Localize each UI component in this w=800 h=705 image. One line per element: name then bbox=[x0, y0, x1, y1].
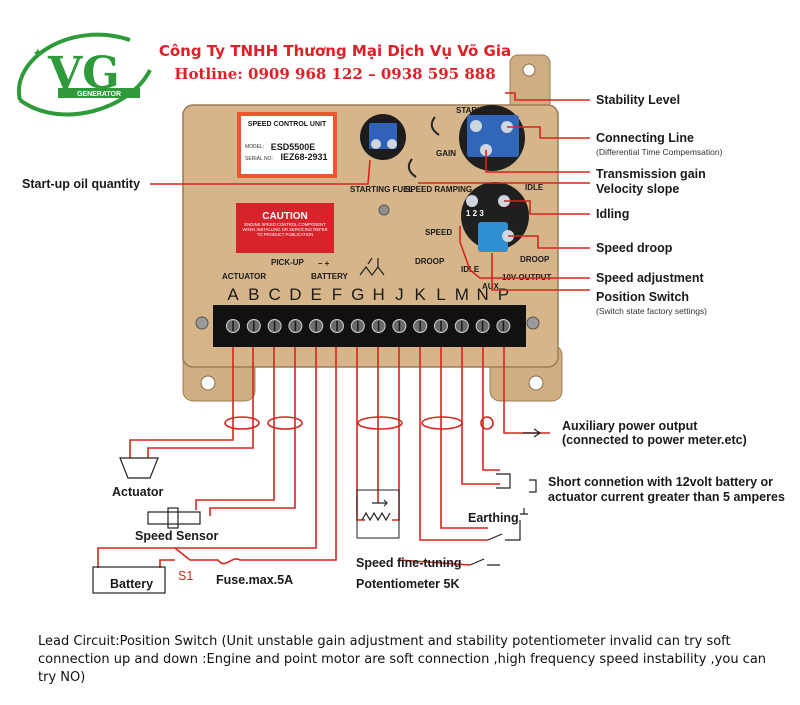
terminal-letter-A: A bbox=[227, 285, 239, 304]
unit-title: SPEED CONTROL UNIT bbox=[248, 121, 327, 128]
lead-circuit-note: Lead Circuit:Position Switch (Unit unsta… bbox=[38, 634, 767, 685]
label-stability-level: Stability Level bbox=[596, 93, 680, 107]
leader-lines bbox=[150, 92, 590, 291]
speed-ramping-label: SPEED RAMPING bbox=[405, 185, 472, 194]
earthing-symbol bbox=[520, 508, 528, 515]
terminal-letter-N: N bbox=[476, 285, 488, 304]
label-speed-droop: Speed droop bbox=[596, 241, 673, 255]
company-name: Công Ty TNHH Thương Mại Dịch Vụ Võ Gia bbox=[158, 42, 512, 60]
vg-generator-logo: VG GENERATOR ✦ bbox=[16, 32, 152, 117]
label-aux-output-sub: (connected to power meter.etc) bbox=[562, 433, 747, 447]
caution-title: CAUTION bbox=[262, 211, 308, 222]
twisted-pair-droop bbox=[421, 416, 463, 430]
label-velocity-slope: Velocity slope bbox=[596, 182, 679, 196]
potentiometer-box bbox=[356, 489, 400, 539]
external-wiring bbox=[92, 347, 550, 594]
label-startup-oil: Start-up oil quantity bbox=[22, 177, 140, 191]
actuator-symbol bbox=[119, 457, 159, 479]
terminal-letter-D: D bbox=[289, 285, 301, 304]
terminal-letter-H: H bbox=[372, 285, 384, 304]
potentiometer-symbol bbox=[359, 257, 385, 276]
label-earthing: Earthing bbox=[468, 511, 519, 525]
speed-label: SPEED bbox=[425, 228, 452, 237]
terminal-letter-C: C bbox=[268, 285, 280, 304]
short-connection-bracket bbox=[496, 473, 511, 489]
gain-label: GAIN bbox=[436, 149, 456, 158]
label-speed-adjustment: Speed adjustment bbox=[596, 271, 704, 285]
label-short-connection-1: Short connetion with 12volt battery or bbox=[548, 475, 773, 489]
caution-text: ENGINE SPEED CONTROL COMPONENT WHEN INST… bbox=[242, 222, 328, 237]
twisted-pair-potentiometer bbox=[357, 416, 403, 430]
terminal-screws bbox=[226, 319, 511, 333]
battery-symbol bbox=[92, 566, 166, 594]
label-speed-sensor: Speed Sensor bbox=[135, 529, 218, 543]
label-connecting-line: Connecting Line bbox=[596, 131, 694, 145]
control-unit: SPEED CONTROL UNIT MODEL: ESD5500E SERIA… bbox=[182, 54, 563, 402]
model-number: ESD5500E bbox=[271, 142, 316, 152]
single-wire-ring bbox=[480, 416, 494, 430]
battery-signs: – + bbox=[318, 259, 330, 268]
terminal-letter-E: E bbox=[311, 285, 322, 304]
droop-pot-label: DROOP bbox=[520, 255, 550, 264]
group-droop: DROOP bbox=[415, 257, 445, 266]
terminal-letter-J: J bbox=[395, 285, 404, 304]
hotline: Hotline: 0909 968 122 – 0938 595 888 bbox=[174, 65, 496, 83]
terminal-letter-P: P bbox=[498, 285, 509, 304]
label-s1: S1 bbox=[178, 569, 193, 583]
company-header: Công Ty TNHH Thương Mại Dịch Vụ Võ Gia H… bbox=[150, 40, 520, 86]
group-actuator: ACTUATOR bbox=[222, 272, 266, 281]
dip-switch-numbers: 1 2 3 bbox=[466, 209, 484, 218]
label-potentiometer: Potentiometer 5K bbox=[356, 577, 460, 591]
label-speed-fine-tuning: Speed fine-tuning bbox=[356, 556, 462, 570]
caution-label bbox=[236, 203, 334, 253]
label-connecting-line-sub: (Differential Time Compemsation) bbox=[596, 147, 723, 157]
label-fuse: Fuse.max.5A bbox=[216, 573, 293, 587]
terminal-letter-M: M bbox=[455, 285, 469, 304]
terminal-letter-F: F bbox=[332, 285, 342, 304]
svg-text:✦: ✦ bbox=[32, 46, 44, 62]
stability-label: STABILITY bbox=[456, 106, 497, 115]
group-battery: BATTERY bbox=[311, 272, 349, 281]
label-position-switch-sub: (Switch state factory settings) bbox=[596, 306, 707, 316]
group-pickup: PICK-UP bbox=[271, 258, 305, 267]
terminal-letter-K: K bbox=[415, 285, 427, 304]
label-actuator: Actuator bbox=[112, 485, 164, 499]
terminal-letter-G: G bbox=[351, 285, 364, 304]
label-short-connection-2: actuator current greater than 5 amperes bbox=[548, 490, 785, 504]
label-idling: Idling bbox=[596, 207, 629, 221]
terminal-block bbox=[213, 305, 526, 347]
speed-sensor-symbol bbox=[147, 511, 201, 525]
label-position-switch: Position Switch bbox=[596, 290, 689, 304]
label-transmission-gain: Transmission gain bbox=[596, 167, 706, 181]
label-battery: Battery bbox=[110, 577, 153, 591]
label-aux-output: Auxiliary power output bbox=[562, 419, 698, 433]
group-aux: AUX bbox=[482, 282, 500, 291]
logo-tagline: GENERATOR bbox=[77, 91, 121, 98]
twisted-pair-actuator bbox=[224, 416, 260, 430]
terminal-letter-L: L bbox=[436, 285, 445, 304]
starting-fuel-label: STARTING FUEL bbox=[350, 185, 414, 194]
idle-label: IDLE bbox=[525, 183, 544, 192]
terminal-letter-B: B bbox=[248, 285, 259, 304]
serial-number: IEZ68-2931 bbox=[280, 152, 327, 162]
twisted-pair-pickup bbox=[267, 416, 303, 430]
serial-caption: SERIAL NO: bbox=[245, 156, 273, 162]
model-caption: MODEL: bbox=[245, 144, 264, 150]
